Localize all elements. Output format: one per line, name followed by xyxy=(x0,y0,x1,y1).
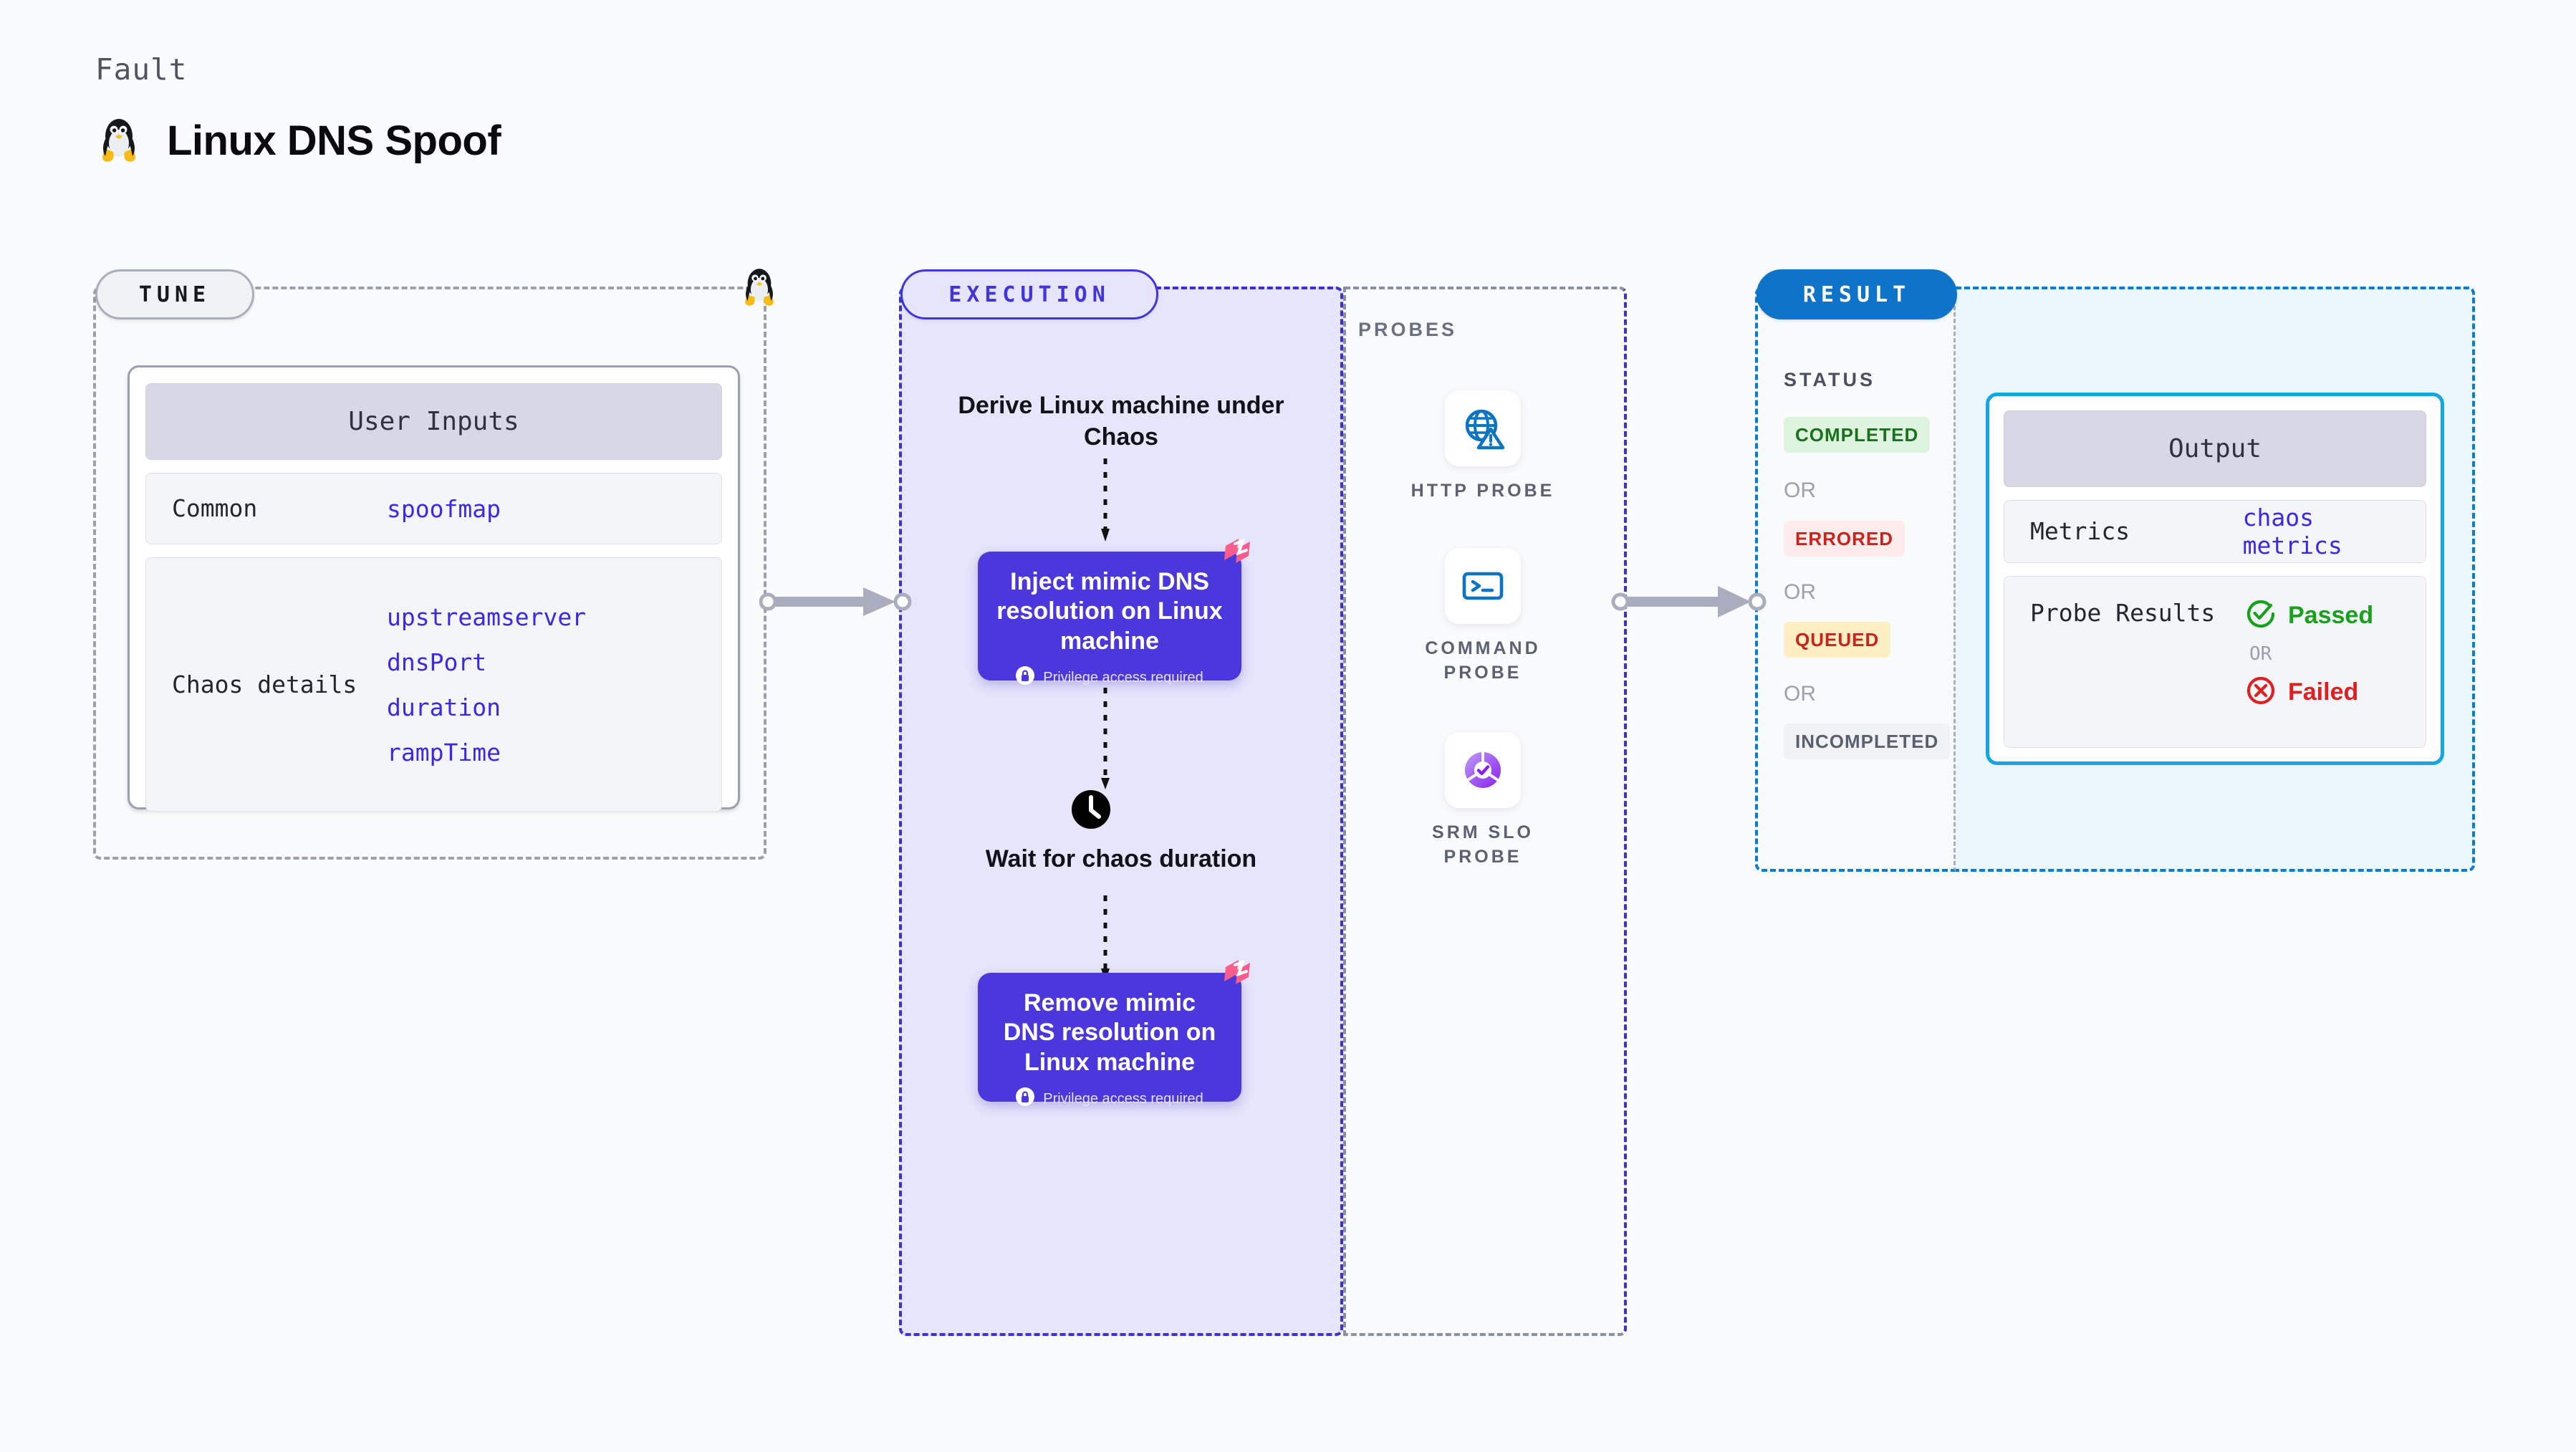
page-kicker: Fault xyxy=(95,52,188,87)
tune-value-duration[interactable]: duration xyxy=(387,693,501,721)
arrow-inject-to-wait xyxy=(1101,688,1110,789)
output-card: Output Metrics chaos metrics Probe Resul… xyxy=(1986,393,2444,765)
probe-item-srm-slo[interactable]: SRM SLO PROBE xyxy=(1397,732,1569,870)
harness-logo-icon xyxy=(1221,956,1253,991)
status-badge-errored: ERRORED xyxy=(1784,521,1905,557)
output-row-metrics: Metrics chaos metrics xyxy=(2004,500,2426,563)
probe-item-command[interactable]: COMMAND PROBE xyxy=(1397,548,1569,686)
harness-logo-icon xyxy=(1221,534,1253,569)
arrow-derive-to-inject xyxy=(1101,458,1110,542)
result-panel xyxy=(1755,287,1956,872)
remove-action-sub-text: Privilege access required xyxy=(1043,1090,1203,1107)
tune-to-execution-connector xyxy=(759,587,912,616)
probe-results-values: Passed OR Failed xyxy=(2245,598,2373,710)
output-row-probe-results-key: Probe Results xyxy=(2030,599,2216,627)
inject-action-subtitle: Privilege access required xyxy=(995,666,1224,689)
output-metrics-value[interactable]: chaos metrics xyxy=(2242,504,2342,559)
status-badge-incompleted: INCOMPLETED xyxy=(1784,723,1951,759)
probe-item-command-label: COMMAND PROBE xyxy=(1425,638,1541,683)
tune-stage-pill[interactable]: TUNE xyxy=(95,269,254,319)
probes-section-label: PROBES xyxy=(1358,319,1458,340)
probe-result-failed-label: Failed xyxy=(2288,678,2359,706)
output-card-title: Output xyxy=(2004,410,2426,487)
check-circle-icon xyxy=(2245,598,2277,633)
output-row-metrics-value-wrap: chaos metrics xyxy=(2243,504,2426,559)
page-title: Linux DNS Spoof xyxy=(167,117,501,164)
inject-action-title: Inject mimic DNS resolution on Linux mac… xyxy=(996,568,1223,655)
remove-action-box[interactable]: Remove mimic DNS resolution on Linux mac… xyxy=(978,959,1250,1107)
x-circle-icon xyxy=(2245,675,2277,710)
status-badge-queued: QUEUED xyxy=(1784,622,1891,658)
result-stage-pill[interactable]: RESULT xyxy=(1756,269,1957,319)
lock-icon xyxy=(1016,1087,1035,1110)
derive-machine-heading: Derive Linux machine under Chaos xyxy=(958,392,1284,451)
tune-panel xyxy=(93,287,766,860)
probe-item-http[interactable]: HTTP PROBE xyxy=(1397,390,1569,504)
execution-stage-pill[interactable]: EXECUTION xyxy=(900,269,1158,319)
status-or-2: OR xyxy=(1784,580,1816,604)
tune-value-ramptime[interactable]: rampTime xyxy=(387,738,501,766)
tune-row-common: Common spoofmap xyxy=(145,473,722,544)
lock-icon xyxy=(1016,666,1035,689)
status-or-1: OR xyxy=(1784,479,1816,502)
tune-row-chaos-details-key: Chaos details xyxy=(172,670,357,698)
tune-row-chaos-details: Chaos details upstreamserver dnsPort dur… xyxy=(145,557,722,812)
inject-action-box[interactable]: Inject mimic DNS resolution on Linux mac… xyxy=(978,538,1250,686)
remove-action-title: Remove mimic DNS resolution on Linux mac… xyxy=(1003,989,1216,1076)
status-badge-completed: COMPLETED xyxy=(1784,417,1931,453)
probe-result-passed-label: Passed xyxy=(2288,602,2374,629)
arrow-wait-to-remove xyxy=(1101,895,1110,981)
probe-result-passed: Passed xyxy=(2245,598,2373,633)
tune-value-spoofmap[interactable]: spoofmap xyxy=(387,494,501,523)
tune-value-upstreamserver[interactable]: upstreamserver xyxy=(387,602,587,631)
probes-to-result-connector xyxy=(1611,586,1767,617)
probe-item-http-label: HTTP PROBE xyxy=(1410,481,1555,501)
tune-row-common-key: Common xyxy=(172,494,258,523)
linux-penguin-icon xyxy=(97,115,141,166)
tune-row-chaos-details-values: upstreamserver dnsPort duration rampTime xyxy=(387,603,586,766)
probe-item-srm-slo-label: SRM SLO PROBE xyxy=(1432,822,1534,867)
inject-action-sub-text: Privilege access required xyxy=(1043,669,1203,686)
probe-result-or: OR xyxy=(2249,643,2272,665)
status-section-label: STATUS xyxy=(1784,369,1875,390)
page-title-row: Linux DNS Spoof xyxy=(97,115,501,166)
status-or-3: OR xyxy=(1784,682,1816,706)
output-row-probe-results: Probe Results Passed OR xyxy=(2004,576,2426,748)
globe-warning-icon xyxy=(1445,390,1521,466)
probe-result-failed: Failed xyxy=(2245,675,2373,710)
clock-icon xyxy=(1070,788,1112,835)
wait-duration-heading: Wait for chaos duration xyxy=(985,845,1257,872)
linux-penguin-corner-icon xyxy=(739,265,779,313)
user-inputs-title: User Inputs xyxy=(145,383,722,460)
output-row-metrics-key: Metrics xyxy=(2030,517,2130,546)
terminal-icon xyxy=(1445,548,1521,624)
user-inputs-card: User Inputs Common spoofmap Chaos detail… xyxy=(128,365,740,812)
tune-value-dnsport[interactable]: dnsPort xyxy=(387,648,487,676)
remove-action-subtitle: Privilege access required xyxy=(995,1087,1224,1110)
tune-row-common-values: spoofmap xyxy=(387,495,501,523)
slo-check-icon xyxy=(1445,732,1521,808)
